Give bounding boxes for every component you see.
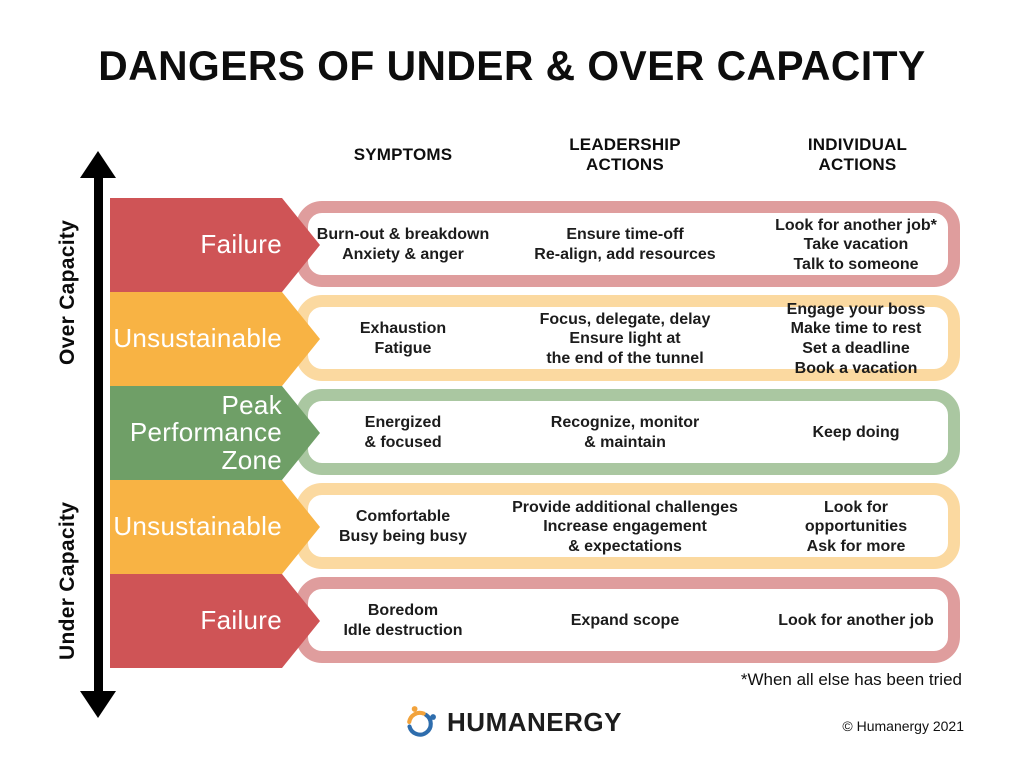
symptoms-cell: Exhaustion Fatigue [359,320,447,357]
row-band [296,389,960,475]
column-header-symptoms: SYMPTOMS [353,144,453,164]
humanergy-logo-icon [407,706,436,737]
capacity-row-peak-performance: Peak Performance Zone Energized & focuse… [0,386,1024,480]
leadership-actions-cell: Recognize, monitor & maintain [550,414,700,451]
page-title: DANGERS OF UNDER & OVER CAPACITY [98,42,926,89]
copyright-notice: © Humanergy 2021 [842,718,964,734]
symptoms-cell: Boredom Idle destruction [343,602,463,639]
footnote: *When all else has been tried [740,670,962,689]
leadership-actions-cell: Expand scope [570,612,680,630]
axis-arrow-shaft [94,172,103,692]
row-label: Failure [200,605,282,636]
humanergy-logo: HUMANERGY [402,704,622,740]
row-band [296,483,960,569]
individual-actions-cell: Engage your boss Make time to rest Set a… [786,300,926,377]
row-chevron: Failure [110,574,320,668]
symptoms-cell: Energized & focused [364,414,442,451]
capacity-row-under-failure: Failure Boredom Idle destruction Expand … [0,574,1024,668]
row-chevron: Peak Performance Zone [110,386,320,480]
individual-actions-cell: Look for opportunities Ask for more [804,498,908,555]
symptoms-cell: Burn-out & breakdown Anxiety & anger [316,226,490,263]
capacity-row-over-unsustainable: Unsustainable Exhaustion Fatigue Focus, … [0,292,1024,386]
individual-actions-cell: Look for another job [778,612,934,630]
row-chevron: Unsustainable [110,480,320,574]
row-label: Peak Performance Zone [129,389,282,475]
leadership-actions-cell: Provide additional challenges Increase e… [512,498,738,555]
row-label: Failure [200,229,282,260]
leadership-actions-cell: Ensure time-off Re-align, add resources [534,226,716,263]
row-band [296,577,960,663]
column-header-leadership-actions: LEADERSHIP ACTIONS [569,134,681,174]
individual-actions-cell: Keep doing [812,424,900,442]
row-label: Unsustainable [113,511,282,542]
row-chevron: Failure [110,198,320,292]
capacity-row-under-unsustainable: Unsustainable Comfortable Busy being bus… [0,480,1024,574]
individual-actions-cell: Look for another job* Take vacation Talk… [775,216,937,273]
row-label: Unsustainable [113,323,282,354]
capacity-row-over-failure: Failure Burn-out & breakdown Anxiety & a… [0,198,1024,292]
column-header-individual-actions: INDIVIDUAL ACTIONS [807,134,908,174]
row-chevron: Unsustainable [110,292,320,386]
leadership-actions-cell: Focus, delegate, delay Ensure light at t… [539,310,711,367]
symptoms-cell: Comfortable Busy being busy [338,508,468,545]
axis-arrowhead-down-icon [80,691,116,718]
brand-name: HUMANERGY [447,706,622,737]
